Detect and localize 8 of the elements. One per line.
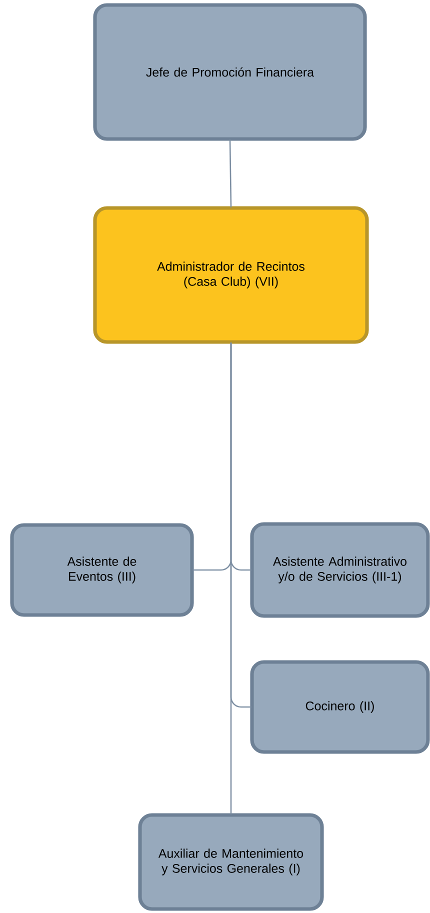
position-box: Asistente Administrativo y/o de Servicios (III-1)	[250, 522, 430, 618]
connector-line	[230, 342, 232, 814]
connector-line	[229, 140, 232, 208]
position-box: Jefe de Promoción Financiera	[93, 3, 367, 141]
position-box: Cocinero (II)	[250, 660, 430, 754]
position-box: Administrador de Recintos (Casa Club) (VII)	[93, 206, 369, 344]
position-box: Auxiliar de Mantenimiento y Servicios Generales (I)	[138, 813, 324, 911]
position-box: Asistente de Eventos (III)	[10, 523, 194, 617]
